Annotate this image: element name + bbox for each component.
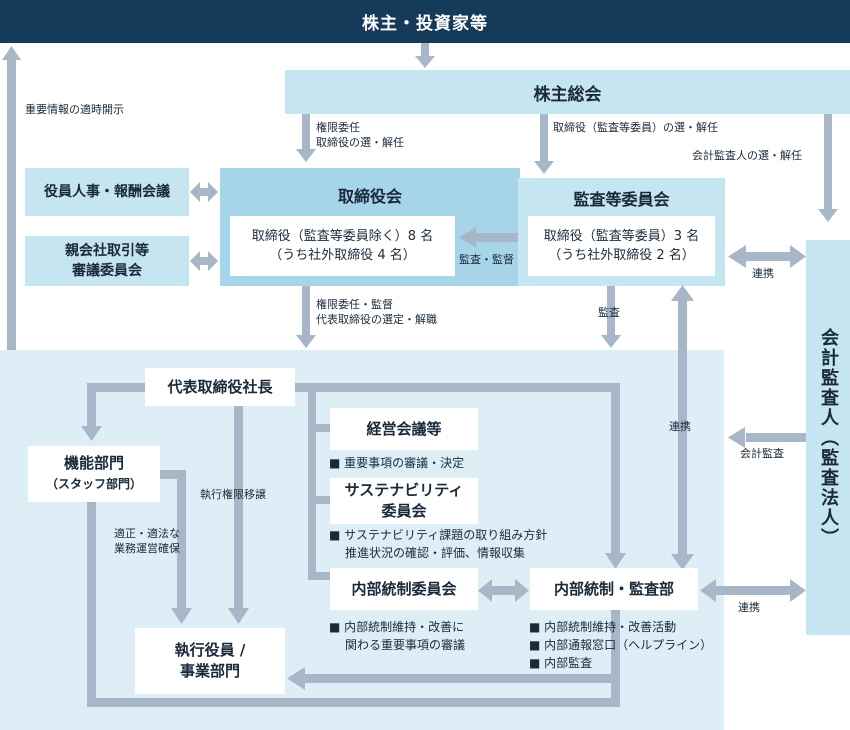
shareholders-meeting-title: 株主総会 — [533, 84, 602, 105]
sustainability-note: ■ サステナビリティ課題の取り組み方針 推進状況の確認・評価、情報収集 — [329, 526, 547, 562]
management-meeting-box: 経営会議等 — [330, 408, 478, 450]
audit-members-line2: （うち社外取締役 2 名） — [548, 248, 695, 263]
audit-committee-title-text: 監査等委員会 — [573, 190, 670, 209]
function-dept-line1: 機能部門 — [63, 454, 124, 472]
cooperation-label-1: 連携 — [752, 266, 774, 281]
sustainability-line1: サステナビリティ — [344, 481, 464, 499]
delegation-label: 権限委任 取締役の選・解任 — [316, 120, 404, 150]
audit-members-line1: 取締役（監査等委員）3 名 — [543, 229, 700, 244]
board-title-text: 取締役会 — [337, 187, 402, 206]
management-note: ■ 重要事項の審議・決定 — [329, 454, 464, 472]
audit-committee-members-box: 取締役（監査等委員）3 名 （うち社外取締役 2 名） — [528, 216, 715, 276]
executive-officers-box: 執行役員 / 事業部門 — [135, 628, 285, 694]
nomination-compensation-committee: 役員人事・報酬会議 — [25, 168, 189, 216]
internal-control-committee-box: 内部統制委員会 — [330, 568, 478, 610]
audit-label-text: 監査 — [598, 306, 620, 319]
shareholders-investors-banner: 株主・投資家等 — [0, 0, 850, 43]
internal-audit-dept-box: 内部統制・監査部 — [530, 568, 698, 610]
disclosure-label-text: 重要情報の適時開示 — [25, 103, 124, 116]
audit-note-line3: ■ 内部監査 — [529, 656, 593, 670]
cooperation-label-3: 連携 — [738, 600, 760, 615]
exec-line2: 事業部門 — [179, 662, 240, 680]
internal-audit-note: ■ 内部統制維持・改善活動 ■ 内部通報窓口（ヘルプライン） ■ 内部監査 — [529, 618, 712, 672]
president-box: 代表取締役社長 — [145, 368, 295, 406]
proper-line2: 業務運営確保 — [114, 542, 180, 555]
exec-delegation-text: 執行権限移譲 — [200, 488, 266, 501]
board-members-box: 取締役（監査等委員除く）8 名 （うち社外取締役 4 名） — [230, 216, 455, 276]
proper-operation-label: 適正・適法な 業務運営確保 — [114, 526, 180, 556]
audit-note-line2: ■ 内部通報窓口（ヘルプライン） — [529, 638, 713, 652]
internal-audit-dept-label: 内部統制・監査部 — [553, 579, 674, 598]
accounting-audit-label: 会計監査 — [740, 446, 784, 461]
supervise-line1: 権限委任・監督 — [316, 298, 393, 311]
cooperation-label-2: 連携 — [669, 419, 691, 434]
proper-line1: 適正・適法な — [114, 527, 180, 540]
supervise-label: 権限委任・監督 代表取締役の選定・解職 — [316, 297, 437, 327]
management-note-text: ■ 重要事項の審議・決定 — [329, 456, 465, 470]
parent-transactions-committee: 親会社取引等 審議委員会 — [25, 236, 189, 286]
supervise-line2: 代表取締役の選定・解職 — [316, 313, 437, 326]
audit-committee-title: 監査等委員会 — [518, 186, 725, 210]
banner-title: 株主・投資家等 — [362, 14, 488, 34]
accountant-elect-label: 会計監査人の選・解任 — [692, 148, 802, 163]
sustainability-note-line2: 推進状況の確認・評価、情報収集 — [345, 546, 526, 560]
audit-label: 監査 — [598, 305, 620, 320]
audit-elect-text: 取締役（監査等委員）の選・解任 — [553, 121, 718, 134]
delegation-line1: 権限委任 — [316, 121, 360, 134]
icc-note-line2: 関わる重要事項の審議 — [345, 638, 466, 652]
icc-note: ■ 内部統制維持・改善に 関わる重要事項の審議 — [329, 618, 465, 654]
sustainability-committee-box: サステナビリティ 委員会 — [330, 478, 478, 524]
board-members-line1: 取締役（監査等委員除く）8 名 — [251, 229, 434, 244]
president-label: 代表取締役社長 — [167, 377, 273, 396]
nomination-committee-label: 役員人事・報酬会議 — [44, 184, 170, 200]
disclosure-label: 重要情報の適時開示 — [25, 102, 124, 117]
cooperation-3-text: 連携 — [738, 601, 760, 614]
parent-committee-line1: 親会社取引等 — [65, 243, 149, 259]
accountant-elect-text: 会計監査人の選・解任 — [692, 149, 802, 162]
sustainability-note-line1: ■ サステナビリティ課題の取り組み方針 — [329, 528, 548, 542]
audit-note-line1: ■ 内部統制維持・改善活動 — [529, 620, 677, 634]
accounting-auditor-title: 会計監査人（監査法人） — [818, 327, 839, 548]
cooperation-2-text: 連携 — [669, 420, 691, 433]
board-members-line2: （うち社外取締役 4 名） — [269, 248, 416, 263]
function-dept-box: 機能部門 （スタッフ部門） — [28, 446, 160, 502]
function-dept-line2: （スタッフ部門） — [45, 477, 142, 491]
cooperation-1-text: 連携 — [752, 267, 774, 280]
sustainability-line2: 委員会 — [381, 502, 427, 520]
audit-supervise-label: 監査・監督 — [459, 252, 514, 267]
board-title: 取締役会 — [220, 182, 520, 208]
audit-supervise-text: 監査・監督 — [459, 253, 514, 266]
parent-committee-line2: 審議委員会 — [72, 263, 142, 279]
shareholders-meeting-box: 株主総会 — [285, 70, 850, 114]
accounting-audit-text: 会計監査 — [740, 447, 784, 460]
audit-elect-label: 取締役（監査等委員）の選・解任 — [553, 120, 718, 135]
accounting-auditor-box: 会計監査人（監査法人） — [806, 240, 850, 635]
internal-control-committee-label: 内部統制委員会 — [351, 579, 457, 598]
icc-note-line1: ■ 内部統制維持・改善に — [329, 620, 465, 634]
exec-line1: 執行役員 / — [174, 641, 246, 659]
exec-delegation-label: 執行権限移譲 — [200, 487, 266, 502]
management-meeting-label: 経営会議等 — [366, 419, 442, 438]
delegation-line2: 取締役の選・解任 — [316, 136, 404, 149]
